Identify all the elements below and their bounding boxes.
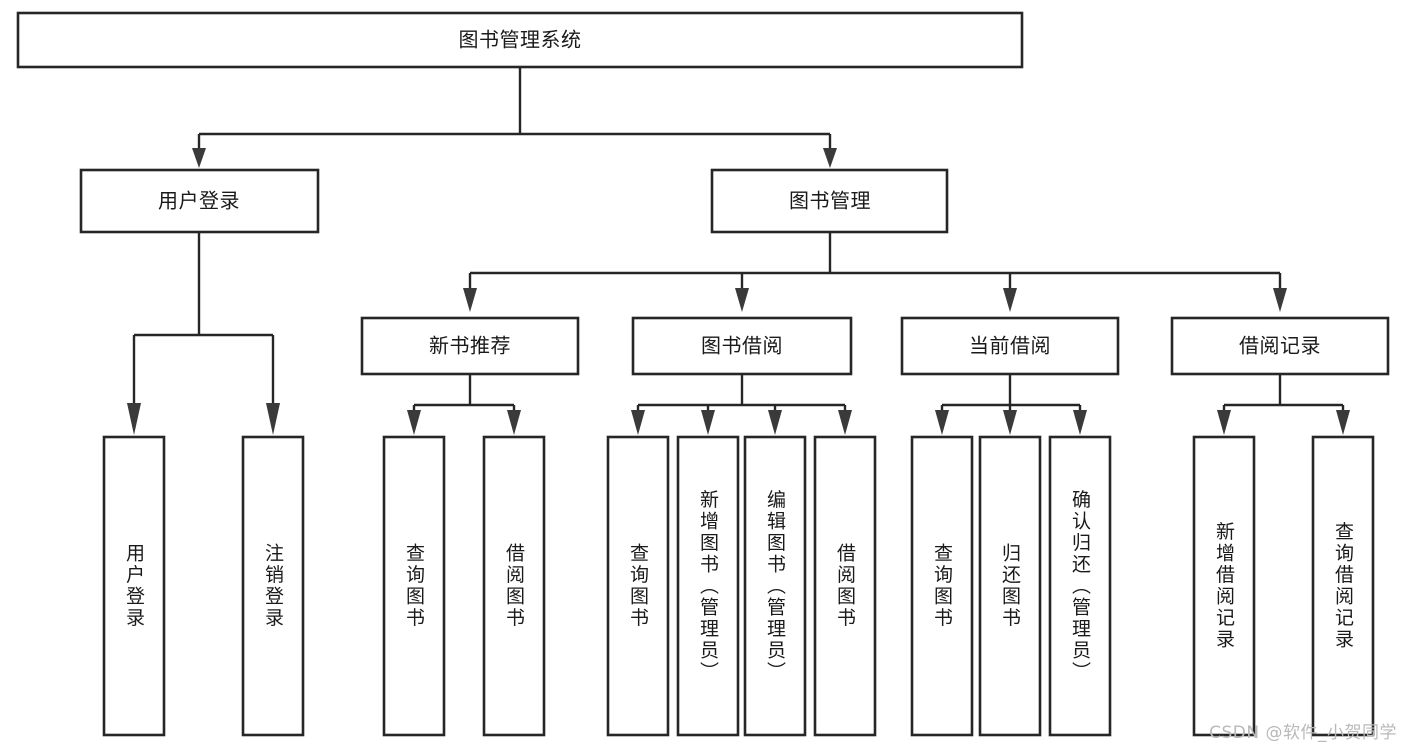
node-book-borrow-label: 图书借阅 <box>701 334 783 358</box>
node-borrow-record-box[interactable] <box>1170 316 1390 376</box>
connector-group-new-book-recommend <box>407 374 521 435</box>
node-leaf-user-login[interactable]: 用户登录 <box>102 435 166 737</box>
arrow-head-leaf-logout <box>266 403 280 435</box>
connector-group-user-login <box>127 232 280 435</box>
connector-group-current-borrow <box>935 374 1087 435</box>
node-leaf-query-record[interactable]: 查询借阅记录 <box>1311 435 1375 737</box>
node-leaf-edit-book-box[interactable] <box>743 435 807 737</box>
node-book-manage-label: 图书管理 <box>789 189 871 213</box>
node-current-borrow[interactable]: 当前借阅 <box>900 316 1120 376</box>
node-book-manage-box[interactable] <box>710 168 949 234</box>
node-leaf-add-record-label: 新增借阅记录 <box>1213 521 1235 650</box>
node-current-borrow-label: 当前借阅 <box>969 334 1051 358</box>
node-leaf-add-book-label: 新增图书（管理员） <box>697 489 719 683</box>
node-leaf-add-record-box[interactable] <box>1192 435 1256 737</box>
arrow-head-leaf-add-record <box>1217 410 1231 435</box>
node-leaf-borrow-book-2[interactable]: 借阅图书 <box>813 435 877 737</box>
node-new-book-recommend-box[interactable] <box>360 316 580 376</box>
node-leaf-add-book[interactable]: 新增图书（管理员） <box>676 435 740 737</box>
node-leaf-query-book-2[interactable]: 查询图书 <box>606 435 670 737</box>
node-leaf-query-book-1-label: 查询图书 <box>403 543 425 629</box>
arrow-head-leaf-query-book-3 <box>935 410 949 435</box>
node-leaf-return-book[interactable]: 归还图书 <box>978 435 1042 737</box>
arrow-head-leaf-borrow-book-2 <box>838 410 852 435</box>
node-leaf-logout-label: 注销登录 <box>262 543 284 629</box>
node-book-borrow[interactable]: 图书借阅 <box>631 316 853 376</box>
node-leaf-user-login-box[interactable] <box>102 435 166 737</box>
arrow-head-leaf-confirm-return <box>1073 410 1087 435</box>
node-leaf-edit-book-label: 编辑图书（管理员） <box>764 489 786 683</box>
arrow-head-new-book-recommend <box>463 288 477 312</box>
node-leaf-return-book-box[interactable] <box>978 435 1042 737</box>
node-root-box[interactable] <box>16 11 1024 69</box>
node-leaf-query-book-1-box[interactable] <box>382 435 446 737</box>
node-leaf-query-record-box[interactable] <box>1311 435 1375 737</box>
connector-group-book-manage <box>463 232 1287 312</box>
node-leaf-confirm-return-label: 确认归还（管理员） <box>1069 489 1091 683</box>
connector-group-borrow-record <box>1217 374 1350 435</box>
node-current-borrow-box[interactable] <box>900 316 1120 376</box>
node-leaf-query-book-3[interactable]: 查询图书 <box>910 435 974 737</box>
arrow-head-leaf-return-book <box>1003 410 1017 435</box>
node-leaf-logout-box[interactable] <box>241 435 305 737</box>
arrow-head-borrow-record <box>1273 288 1287 312</box>
node-root-label: 图书管理系统 <box>459 28 582 52</box>
node-borrow-record[interactable]: 借阅记录 <box>1170 316 1390 376</box>
node-root[interactable]: 图书管理系统 <box>16 11 1024 69</box>
node-leaf-confirm-return[interactable]: 确认归还（管理员） <box>1048 435 1112 737</box>
node-leaf-logout[interactable]: 注销登录 <box>241 435 305 737</box>
arrow-head-book-borrow <box>735 288 749 312</box>
node-leaf-query-record-label: 查询借阅记录 <box>1332 521 1354 650</box>
node-leaf-query-book-3-label: 查询图书 <box>931 543 953 629</box>
node-leaf-return-book-label: 归还图书 <box>999 543 1021 629</box>
node-borrow-record-label: 借阅记录 <box>1239 334 1321 358</box>
node-leaf-confirm-return-box[interactable] <box>1048 435 1112 737</box>
node-book-borrow-box[interactable] <box>631 316 853 376</box>
arrow-head-leaf-query-book-2 <box>631 410 645 435</box>
node-leaf-borrow-book-1[interactable]: 借阅图书 <box>482 435 546 737</box>
node-leaf-query-book-1[interactable]: 查询图书 <box>382 435 446 737</box>
node-leaf-add-book-box[interactable] <box>676 435 740 737</box>
arrow-head-leaf-borrow-book-1 <box>507 410 521 435</box>
arrow-head-leaf-query-book-1 <box>407 410 421 435</box>
node-leaf-edit-book[interactable]: 编辑图书（管理员） <box>743 435 807 737</box>
arrow-head-user-login <box>192 148 206 168</box>
node-user-login-box[interactable] <box>79 168 320 234</box>
arrow-head-leaf-query-record <box>1336 410 1350 435</box>
node-leaf-user-login-label: 用户登录 <box>123 543 145 629</box>
arrow-head-book-manage <box>823 148 837 168</box>
node-leaf-query-book-3-box[interactable] <box>910 435 974 737</box>
node-leaf-borrow-book-1-box[interactable] <box>482 435 546 737</box>
node-user-login[interactable]: 用户登录 <box>79 168 320 234</box>
connector-group-book-borrow <box>631 374 852 435</box>
arrow-head-current-borrow <box>1003 288 1017 312</box>
node-new-book-recommend-label: 新书推荐 <box>429 334 511 358</box>
node-user-login-label: 用户登录 <box>158 189 240 213</box>
node-leaf-borrow-book-2-box[interactable] <box>813 435 877 737</box>
connector-group-root <box>192 67 837 168</box>
arrow-head-leaf-edit-book <box>768 410 782 435</box>
node-leaf-query-book-2-label: 查询图书 <box>627 543 649 629</box>
csdn-watermark: CSDN @软件_小贺同学 <box>1209 723 1397 743</box>
arrow-head-leaf-add-book <box>701 410 715 435</box>
node-leaf-borrow-book-1-label: 借阅图书 <box>503 543 525 629</box>
node-leaf-borrow-book-2-label: 借阅图书 <box>834 543 856 629</box>
arrow-head-leaf-user-login <box>127 403 141 435</box>
node-new-book-recommend[interactable]: 新书推荐 <box>360 316 580 376</box>
node-book-manage[interactable]: 图书管理 <box>710 168 949 234</box>
node-leaf-add-record[interactable]: 新增借阅记录 <box>1192 435 1256 737</box>
node-leaf-query-book-2-box[interactable] <box>606 435 670 737</box>
